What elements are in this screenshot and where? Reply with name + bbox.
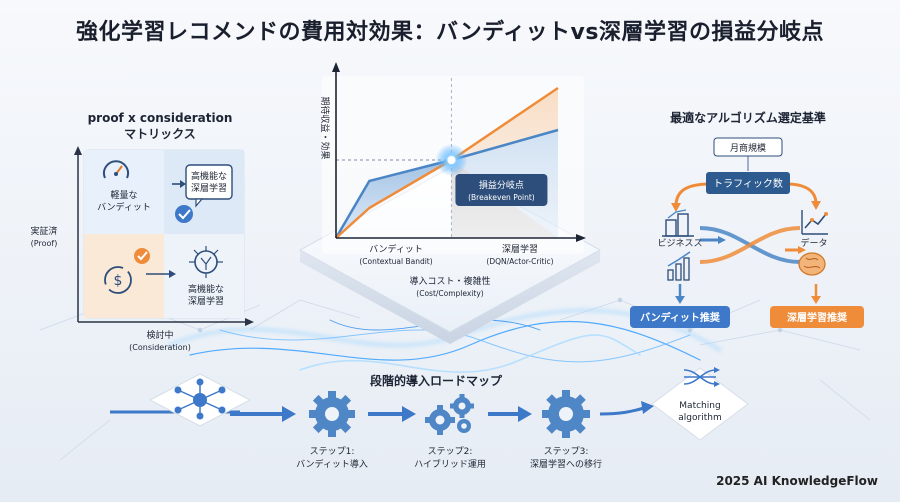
breakeven-point <box>447 156 456 164</box>
business-label: ビジネスス <box>657 238 702 249</box>
matrix-arrow-icon <box>146 270 176 278</box>
cell-top-left-line2: バンディット <box>97 201 151 213</box>
chart-y-label: 期待収益・効果 <box>319 96 331 159</box>
cell-top-right-line2: 深層学習 <box>191 182 227 194</box>
brain-icon <box>798 252 826 276</box>
matrix-x-label-line2: (Consideration) <box>129 343 191 352</box>
x-category-label-1: 深層学習 <box>502 243 538 255</box>
data-chart-icon <box>801 210 828 235</box>
matrix-text: proof x consideration マトリックス 実証済 (Proof)… <box>30 111 232 352</box>
gears-cluster-icon <box>425 394 474 435</box>
cell-top-left-line1: 軽量な <box>110 190 137 201</box>
series-line-deep-learning <box>335 86 559 239</box>
step2-line2: ハイブリッド運用 <box>414 458 486 470</box>
cell-top-right-line1: 高機能な <box>191 170 227 182</box>
result-deep-badge <box>770 306 864 328</box>
matrix-title-line2: マトリックス <box>124 127 196 141</box>
check-badge-orange-icon <box>134 248 150 264</box>
chart-x-label-line2: (Cost/Complexity) <box>416 289 483 298</box>
chart-x-label-line1: 導入コスト・複雑性 <box>409 275 490 287</box>
step3-line2: 深層学習への移行 <box>530 458 602 470</box>
selection-flow <box>671 155 821 304</box>
gauge-icon <box>103 160 129 179</box>
matrix-y-label-line1: 実証済 <box>30 225 57 237</box>
chart-x-arrow <box>576 234 586 242</box>
matrix-cell-bottom-left <box>84 234 164 318</box>
x-category-sub-0: (Contextual Bandit) <box>359 257 432 266</box>
breakeven-label-line1: 損益分岐点 <box>479 179 524 191</box>
gear-icon <box>309 391 355 437</box>
selection-text: 最適なアルゴリズム選定基準 月商規模 トラフィック数 ビジネスス データ バンデ… <box>630 110 864 328</box>
step1-line1: ステップ1: <box>310 446 355 457</box>
matching-line1: Matching <box>679 401 720 411</box>
matching-line2: algorithm <box>678 413 721 423</box>
breakeven-label-box <box>455 174 548 206</box>
node-monthly-sales <box>713 137 783 157</box>
chart-y-arrow <box>332 62 340 72</box>
matrix-title-line1: proof x consideration <box>88 111 233 125</box>
x-category-label-0: バンディット <box>369 243 423 255</box>
svg-text:$: $ <box>114 273 123 289</box>
result-bandit-label: バンディット推奨 <box>640 311 721 324</box>
brain-network-icon <box>189 246 223 278</box>
roadmap-title: 段階的導入ロードマップ <box>370 373 503 388</box>
dollar-cycle-icon: $ <box>104 266 132 294</box>
step3-line1: ステップ3: <box>544 446 589 457</box>
check-badge-icon <box>175 205 193 223</box>
building-chart-icon <box>662 209 694 237</box>
result-deep-label: 深層学習推奨 <box>787 311 848 324</box>
network-node-icon <box>148 373 252 427</box>
roadmap-text: 段階的導入ロードマップ ステップ1: バンディット導入 ステップ2: ハイブリッ… <box>296 373 722 470</box>
step2-line1: ステップ2: <box>428 446 473 457</box>
matching-algorithm-card <box>651 367 749 441</box>
node-traffic <box>706 172 790 194</box>
matrix-cell-bottom-right <box>164 234 244 318</box>
bar-growth-icon <box>667 251 691 281</box>
data-label: データ <box>800 237 827 249</box>
cell-bottom-right-line1: 高機能な <box>188 283 224 295</box>
footer-credit: 2025 AI KnowledgeFlow <box>716 474 878 488</box>
matrix-x-label-line1: 検討中 <box>146 329 173 341</box>
series-line-bandit <box>334 128 559 239</box>
breakeven-label-line2: (Breakeven Point) <box>468 193 535 202</box>
gear-large-icon <box>542 390 590 438</box>
node-traffic-label: トラフィック数 <box>713 177 783 190</box>
cell-bottom-right-line2: 深層学習 <box>188 295 224 307</box>
result-bandit-badge <box>630 306 730 328</box>
step1-line2: バンディット導入 <box>296 458 368 470</box>
speech-bubble-icon <box>172 164 233 208</box>
page-title: 強化学習レコメンドの費用対効果：バンディットvs深層学習の損益分岐点 <box>76 20 824 45</box>
selection-title: 最適なアルゴリズム選定基準 <box>670 110 826 125</box>
node-monthly-sales-label: 月商規模 <box>730 142 766 154</box>
x-category-sub-1: (DQN/Actor-Critic) <box>486 257 553 266</box>
matrix-y-label-line2: (Proof) <box>31 239 58 248</box>
